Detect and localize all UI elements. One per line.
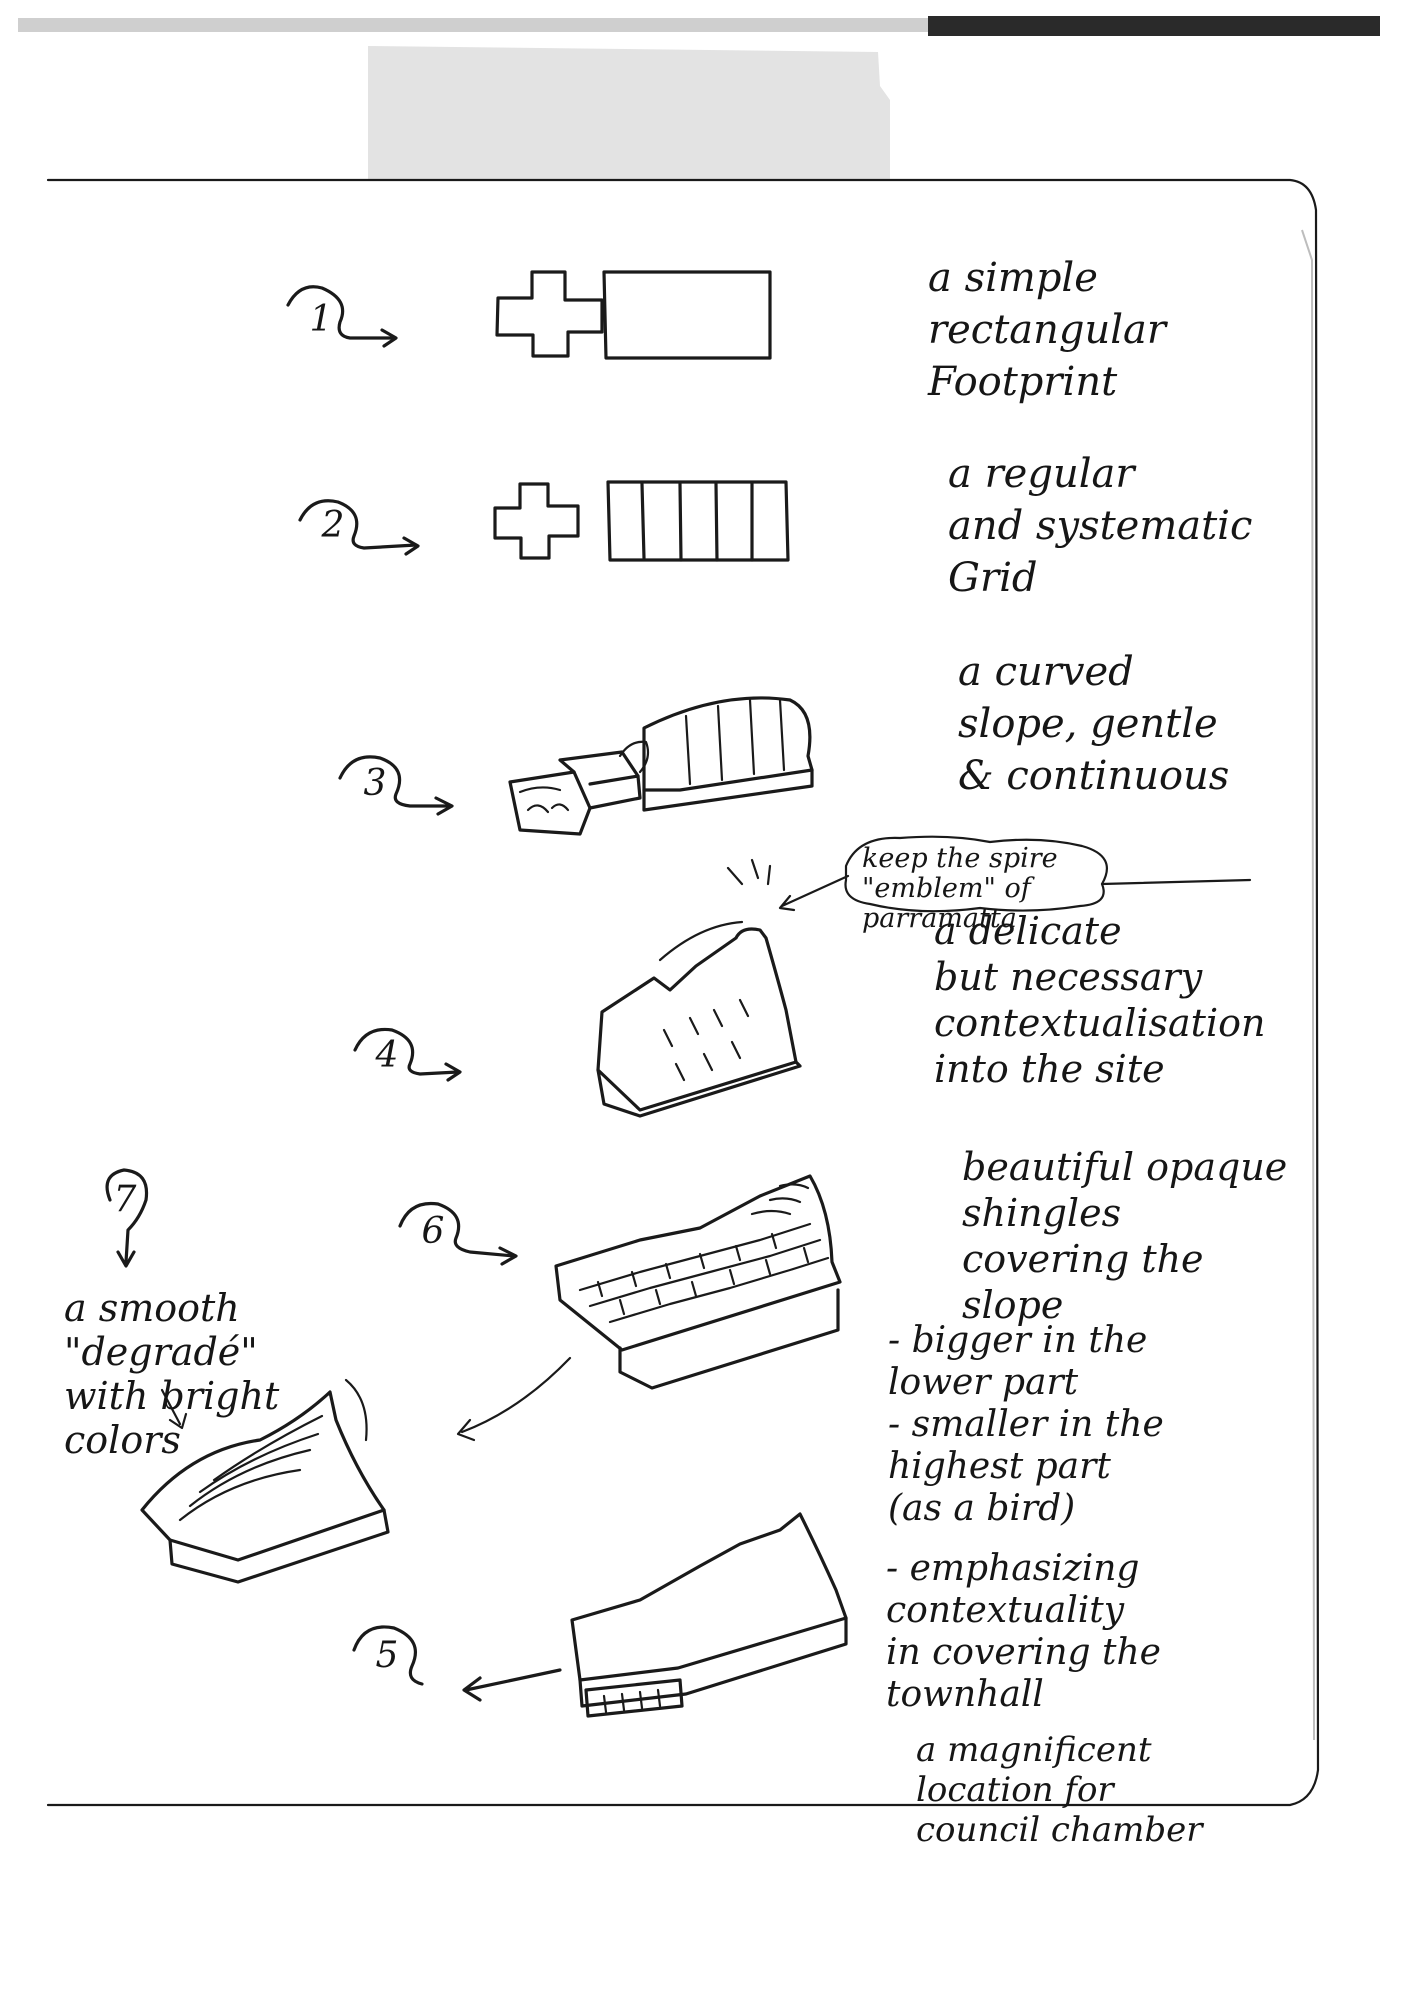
scan-edge-strip [18, 18, 928, 32]
arrow-7 [116, 1250, 136, 1268]
step-number-7: 7 [113, 1179, 137, 1220]
townhall-base-5 [578, 1616, 848, 1708]
sweep-arrow-6-7 [460, 1356, 572, 1434]
step-number-1: 1 [309, 299, 333, 340]
arrow-2 [402, 536, 420, 556]
spire-arrow-4 [658, 920, 744, 962]
bubble-7 [105, 1168, 149, 1264]
step-number-3: 3 [363, 763, 387, 804]
speech-bubble-step-4: keep the spire "emblem" of parramatta [862, 843, 1058, 934]
note-step-4: a delicate but necessary contextualisati… [934, 909, 1266, 1091]
spire-slope-4 [596, 927, 798, 1112]
note-step-7: a smooth "degradé" with bright colors [64, 1286, 280, 1462]
arrow-1 [380, 328, 398, 348]
arrow-6 [498, 1246, 518, 1266]
arrow-4 [444, 1062, 462, 1082]
slope-ribs-3 [684, 698, 786, 786]
sweep-arrowhead-6-7 [456, 1418, 476, 1442]
bubble-6 [398, 1201, 516, 1258]
degrade-bands-7 [178, 1414, 324, 1522]
note-step-6-sizes: - bigger in the lower part - smaller in … [888, 1320, 1164, 1529]
note-step-2: a regular and systematic Grid [948, 451, 1253, 601]
degrade-base-7 [168, 1508, 390, 1584]
shingle-ticks-6 [596, 1232, 810, 1316]
bubble-2 [298, 499, 418, 550]
rectangle-footprint-1 [602, 270, 772, 360]
townhall-block-5 [584, 1678, 684, 1718]
spark-marks-4 [726, 858, 772, 886]
townhall-slope-5 [570, 1512, 848, 1682]
bubble-3 [338, 755, 452, 808]
note-step-3: a curved slope, gentle & continuous [958, 649, 1230, 799]
shingle-top-6 [750, 1183, 810, 1216]
grid-lines-2 [640, 482, 754, 562]
scan-dark-bar [928, 16, 1380, 36]
note-step-6: beautiful opaque shingles covering the s… [962, 1145, 1288, 1327]
bubble-5 [352, 1625, 424, 1686]
note-step-5-chamber: a magnificent location for council chamb… [916, 1730, 1203, 1850]
annex-detail-3 [518, 786, 570, 814]
step-number-6: 6 [421, 1211, 445, 1252]
page-shadow-edge [1301, 229, 1315, 1741]
bubble-4 [353, 1027, 460, 1076]
degrade-arrow-7 [160, 1388, 188, 1430]
step-number-5: 5 [375, 1635, 399, 1676]
degrade-top-7 [344, 1378, 368, 1442]
slope-base-3 [642, 768, 814, 812]
grid-footprint-2 [606, 480, 790, 562]
spire-hint-3 [618, 740, 650, 774]
page-outline [46, 178, 1320, 1807]
annex-roof-3 [558, 750, 640, 778]
cross-footprint-2 [493, 482, 580, 560]
link-block-3 [588, 774, 642, 810]
slope-dashes-4 [662, 998, 750, 1082]
shingle-slope-6 [554, 1174, 842, 1352]
step-number-2: 2 [321, 505, 345, 546]
bubble-arrow-4 [778, 874, 850, 912]
arrow-3 [434, 796, 454, 816]
step-number-4: 4 [375, 1035, 399, 1076]
cross-footprint-1 [495, 270, 604, 358]
arrow-5 [462, 1668, 562, 1702]
shingle-base-6 [618, 1288, 840, 1390]
note-step-1: a simple rectangular Footprint [928, 255, 1167, 405]
curved-slope-3 [642, 696, 814, 792]
shingle-rows-6 [578, 1222, 830, 1324]
bubble-leader-4 [1100, 878, 1252, 886]
slope-base-4 [596, 1060, 802, 1118]
tape-strip [368, 46, 890, 180]
degrade-slope-7 [140, 1390, 386, 1562]
annex-block-3 [508, 770, 592, 836]
townhall-arches-5 [602, 1688, 662, 1714]
note-step-5: - emphasizing contextuality in covering … [886, 1548, 1161, 1715]
bubble-1 [286, 285, 397, 340]
